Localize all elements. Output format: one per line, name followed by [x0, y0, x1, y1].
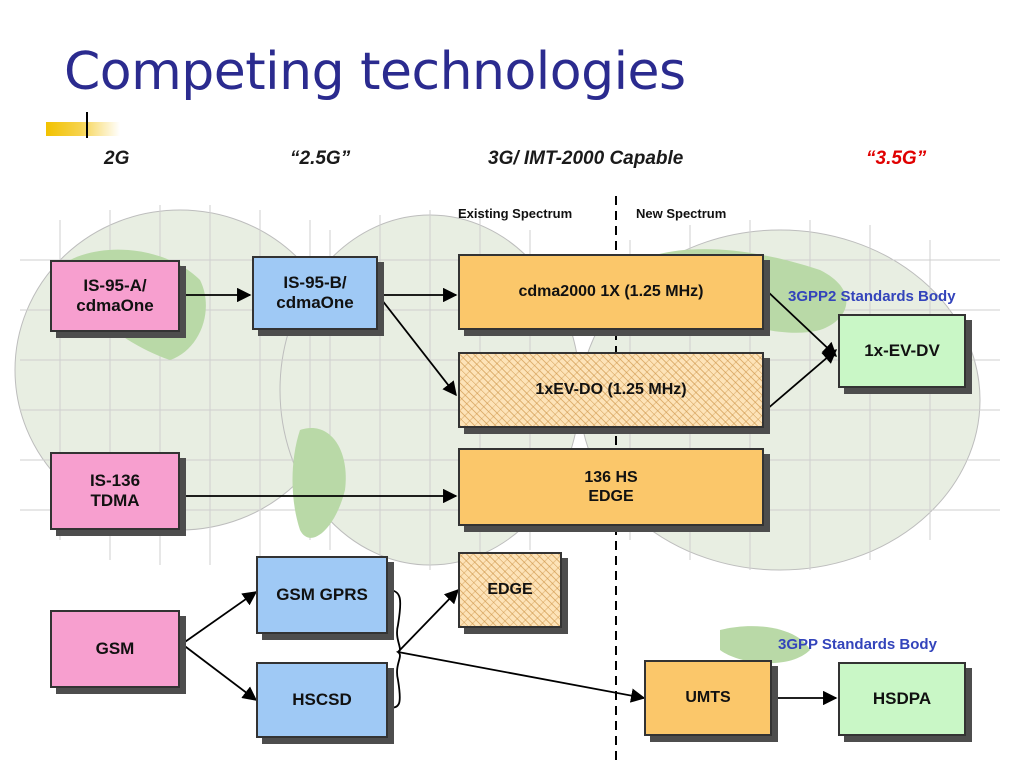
page-title: Competing technologies [64, 42, 686, 102]
box-hscsd: HSCSD [256, 662, 388, 738]
box-hsdpa: HSDPA [838, 662, 966, 736]
era-3-5g-label: “3.5G” [866, 148, 927, 169]
box-1xev-do: 1xEV-DO (1.25 MHz) [458, 352, 764, 428]
existing-spectrum-label: Existing Spectrum [458, 206, 573, 221]
arrow-gsm-to-hscsd [181, 643, 258, 701]
box-is95b: IS-95-B/ cdmaOne [252, 256, 378, 330]
era-2g-label: 2G [104, 148, 130, 169]
box-cdma2000-label: cdma2000 1X (1.25 MHz) [518, 283, 704, 301]
box-gsm: GSM [50, 610, 180, 688]
era-3g-label: 3G/ IMT-2000 Capable [488, 148, 684, 169]
box-cdma2000-1x: cdma2000 1X (1.25 MHz) [458, 254, 764, 330]
title-accent-bar [46, 122, 120, 136]
arrow-is95b-to-evdo [377, 294, 457, 397]
box-evdv-label: 1x-EV-DV [864, 340, 940, 360]
box-evdo-label: 1xEV-DO (1.25 MHz) [535, 381, 687, 399]
arrow-gprs-hscsd-to-umts [397, 651, 646, 703]
box-hsdpa-label: HSDPA [872, 688, 932, 708]
box-umts: UMTS [644, 660, 772, 736]
box-hscsd-label: HSCSD [292, 689, 352, 709]
3gpp2-standards-body-label: 3GPP2 Standards Body [788, 288, 956, 305]
box-umts-label: UMTS [685, 689, 731, 707]
box-is95b-label: IS-95-B/ cdmaOne [276, 272, 354, 312]
brace-gprs-hscsd [387, 589, 402, 709]
box-hs136-label: 136 HS EDGE [584, 468, 638, 505]
box-is136-tdma: IS-136 TDMA [50, 452, 180, 530]
box-edge: EDGE [458, 552, 562, 628]
box-is136-label: IS-136 TDMA [89, 470, 141, 510]
box-edge-label: EDGE [487, 581, 533, 599]
arrow-gsm-to-gprs [181, 591, 258, 645]
era-2-5g-label: “2.5G” [290, 148, 351, 169]
box-gsm-label: GSM [95, 638, 135, 658]
box-is95a: IS-95-A/ cdmaOne [50, 260, 180, 332]
box-gsm-gprs: GSM GPRS [256, 556, 388, 634]
arrow-evdo-to-evdv [765, 349, 838, 411]
box-1x-ev-dv: 1x-EV-DV [838, 314, 966, 388]
arrow-gprs-hscsd-to-edge [397, 588, 460, 653]
box-gprs-label: GSM GPRS [276, 584, 368, 604]
title-accent-tick [86, 112, 88, 138]
3gpp-standards-body-label: 3GPP Standards Body [778, 636, 937, 653]
box-136hs-edge: 136 HS EDGE [458, 448, 764, 526]
box-is95a-label: IS-95-A/ cdmaOne [76, 275, 154, 315]
arrow-cdma2000-to-evdv [765, 289, 838, 357]
new-spectrum-label: New Spectrum [636, 206, 727, 221]
